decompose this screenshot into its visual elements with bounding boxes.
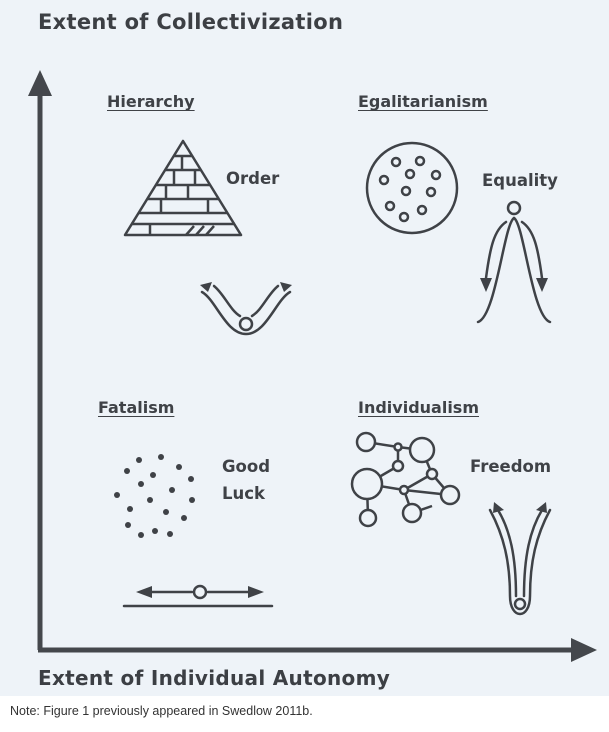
fatalism-title: Fatalism — [98, 398, 175, 417]
egalitarianism-title: Egalitarianism — [358, 92, 488, 111]
vertical-axis-title: Extent of Collectivization — [38, 10, 344, 34]
egalitarianism-value: Equality — [482, 171, 558, 190]
neutral-equilibrium-icon — [122, 584, 274, 608]
y-axis-arrowhead — [28, 70, 52, 96]
group-circle-icon — [365, 141, 459, 235]
fatalism-value-line2: Luck — [222, 484, 266, 503]
axes — [28, 70, 597, 662]
funnel-icon — [488, 502, 552, 616]
pyramid-icon — [123, 139, 243, 237]
figure-caption: Note: Figure 1 previously appeared in Sw… — [10, 704, 313, 718]
individualism-value: Freedom — [470, 457, 552, 476]
horizontal-axis-title: Extent of Individual Autonomy — [38, 666, 391, 690]
unstable-peak-icon — [476, 200, 552, 324]
stable-equilibrium-icon — [200, 282, 292, 336]
network-icon — [350, 431, 461, 528]
hierarchy-title: Hierarchy — [107, 92, 195, 111]
scattered-dots-icon — [114, 454, 195, 538]
fatalism-value-line1: Good — [222, 457, 271, 476]
hierarchy-value: Order — [226, 169, 280, 188]
individualism-title: Individualism — [358, 398, 479, 417]
figure: Extent of Collectivization Hierarchy — [0, 0, 609, 696]
x-axis-arrowhead — [571, 638, 597, 662]
